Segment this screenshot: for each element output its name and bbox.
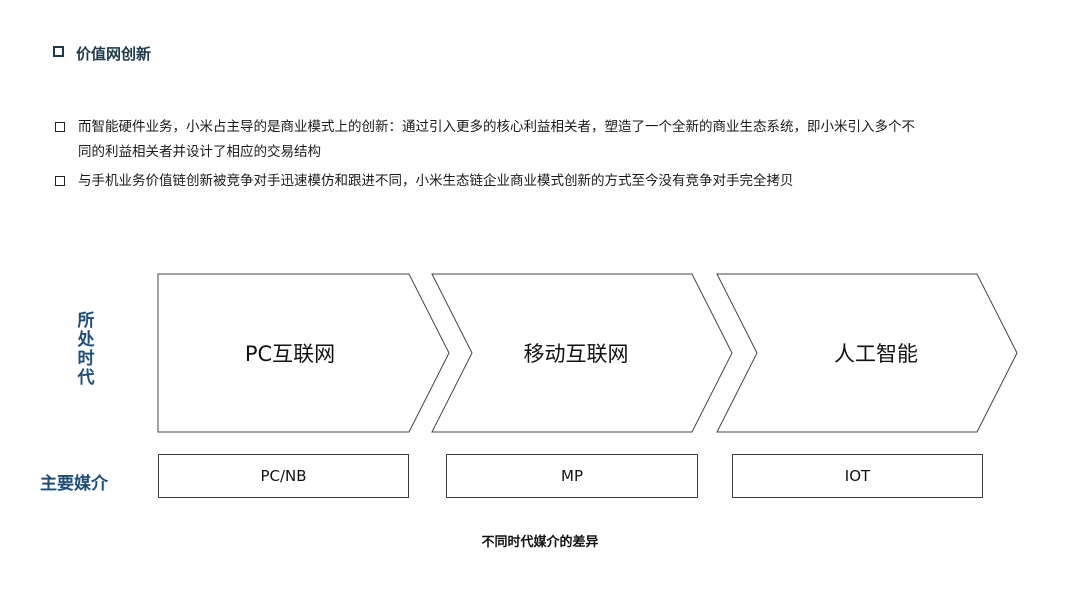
- title-bullet-icon: [53, 46, 64, 57]
- page-title: 价值网创新: [76, 45, 152, 63]
- media-label-pcnb: PC/NB: [260, 467, 307, 485]
- media-label-iot: IOT: [844, 467, 871, 485]
- bullet-1-line-1: 而智能硬件业务，小米占主导的是商业模式上的创新：通过引入更多的核心利益相关者，塑…: [78, 119, 915, 135]
- media-row-label: 主要媒介: [40, 474, 108, 494]
- era-label-ai: 人工智能: [834, 342, 918, 366]
- chevron-pc-internet: [157, 273, 450, 433]
- media-box-pcnb: PC/NB: [158, 454, 409, 498]
- bullet-icon: [55, 176, 65, 186]
- chevron-ai: [716, 273, 1018, 433]
- era-label-pc-internet: PC互联网: [244, 342, 336, 366]
- era-row-label: 所处时代: [77, 311, 95, 388]
- media-box-mp: MP: [446, 454, 698, 498]
- bullet-1-line-2: 同的利益相关者并设计了相应的交易结构: [78, 144, 321, 160]
- media-label-mp: MP: [561, 467, 583, 485]
- chevron-mobile-internet: [431, 273, 733, 433]
- bullet-icon: [55, 122, 65, 132]
- bullet-2-text: 与手机业务价值链创新被竞争对手迅速模仿和跟进不同，小米生态链企业商业模式创新的方…: [78, 173, 794, 189]
- diagram-caption: 不同时代媒介的差异: [481, 535, 599, 550]
- era-label-mobile-internet: 移动互联网: [523, 342, 629, 366]
- media-box-iot: IOT: [732, 454, 983, 498]
